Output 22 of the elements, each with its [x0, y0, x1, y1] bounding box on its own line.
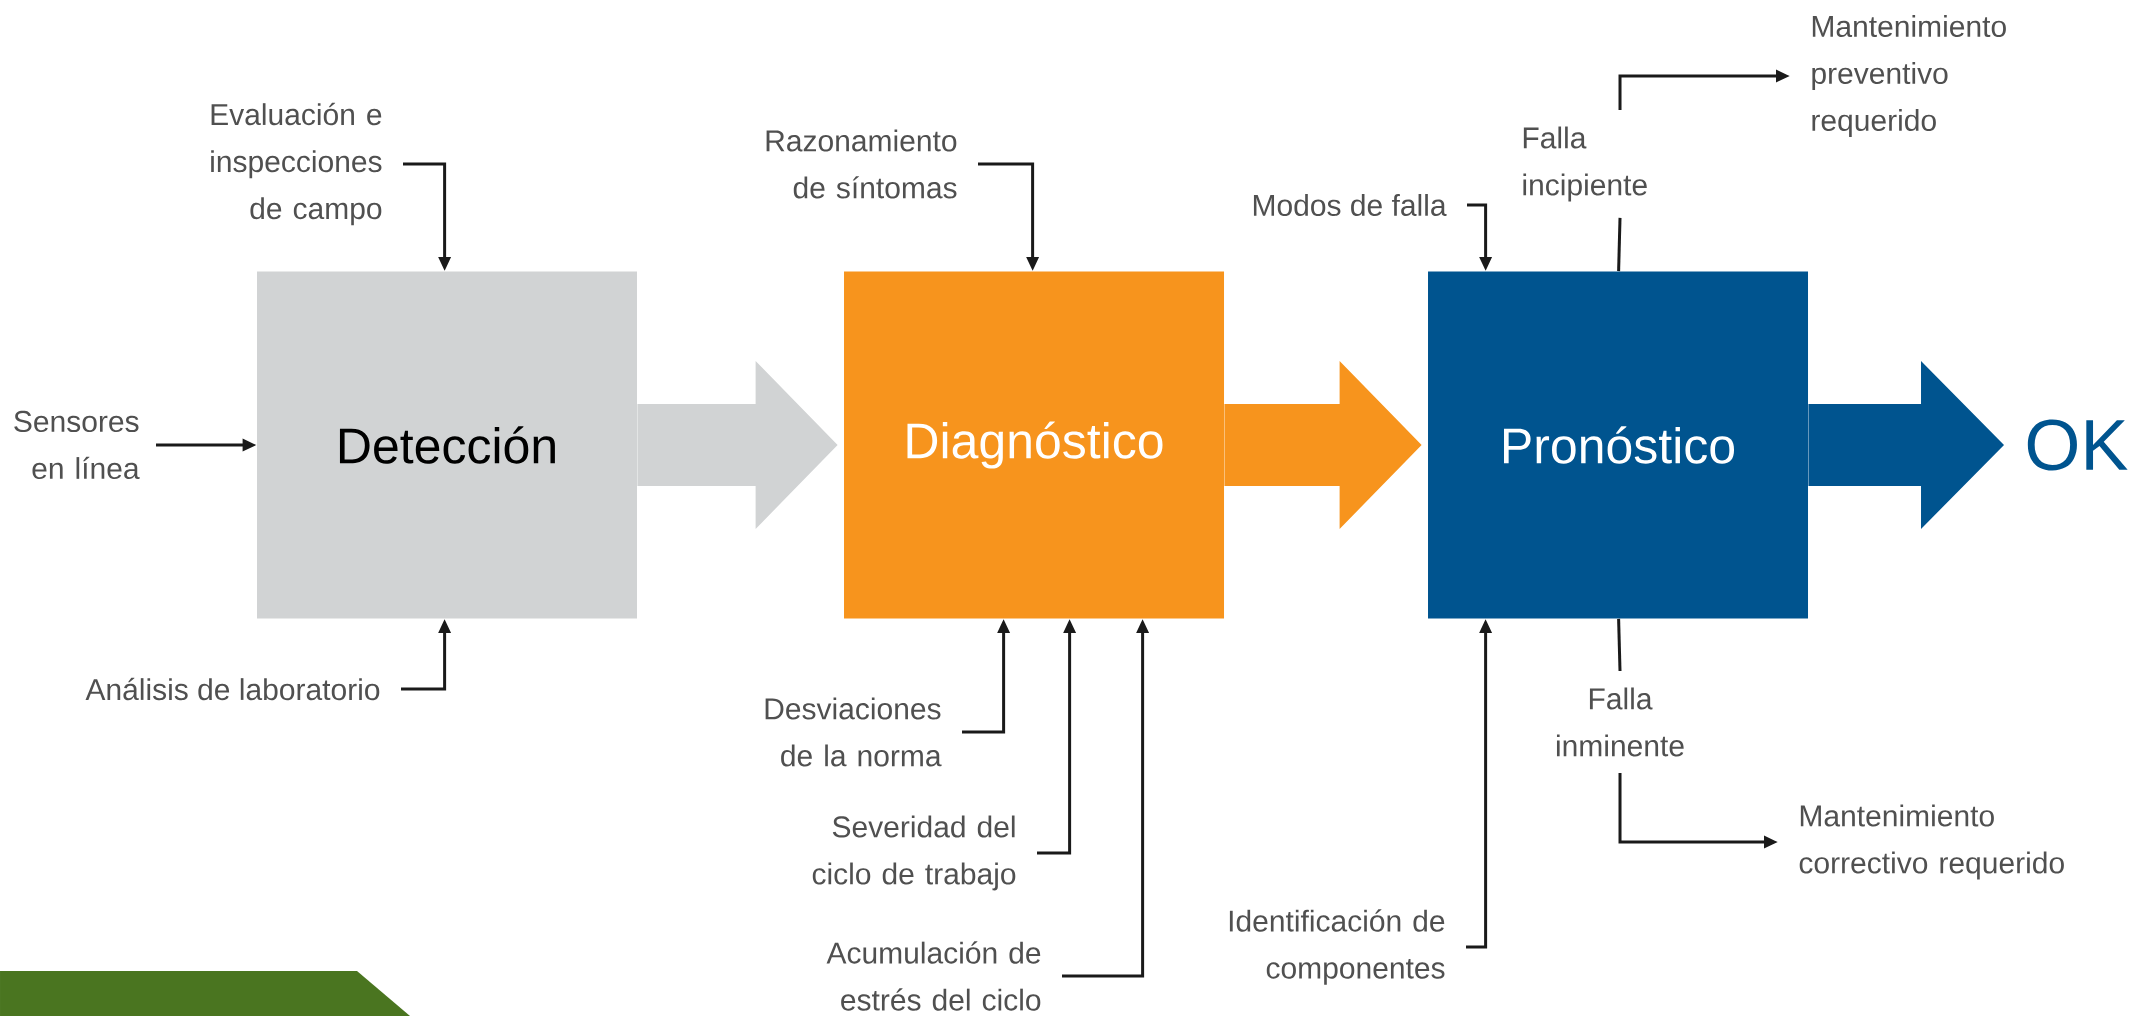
input-label: Evaluación e inspecciones de campo — [211, 102, 382, 226]
input-label: Severidad del ciclo de trabajo — [812, 815, 1016, 891]
input-label: Identificación de componentes — [1229, 909, 1445, 985]
input-label: Análisis de laboratorio — [85, 677, 380, 701]
process-box: Pronóstico — [1428, 271, 1808, 619]
block-arrow — [637, 361, 838, 529]
input-label: Modos de falla — [1253, 194, 1447, 216]
input-label: Desviaciones de la norma — [765, 697, 942, 767]
result-label: OK — [2027, 419, 2128, 471]
input-label: Falla inminente — [1557, 687, 1684, 757]
input-label: Falla incipiente — [1523, 126, 1647, 202]
input-label: Sensores en línea — [14, 410, 140, 480]
process-box: Diagnóstico — [844, 271, 1224, 619]
input-label: Mantenimiento correctivo requerido — [1799, 804, 2064, 880]
input-label: Acumulación de estrés del ciclo — [826, 941, 1041, 1011]
block-arrow — [1224, 361, 1422, 529]
process-box: Detección — [257, 271, 637, 619]
connector-line — [1617, 217, 1622, 272]
block-arrow — [1808, 361, 2004, 529]
connector-line — [1617, 618, 1622, 672]
input-label: Mantenimiento preventivo requerido — [1812, 15, 2006, 137]
input-label: Razonamiento de síntomas — [766, 129, 957, 199]
